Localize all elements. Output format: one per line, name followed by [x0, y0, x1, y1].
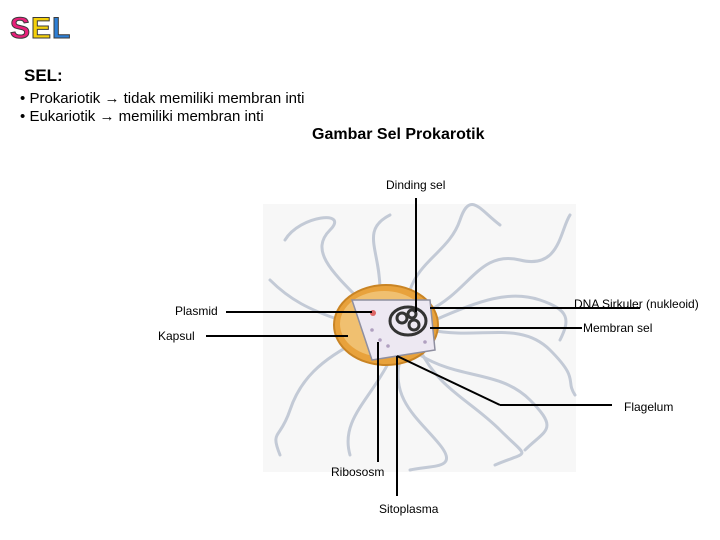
label-sitoplasma: Sitoplasma: [379, 502, 438, 516]
ribosome: [423, 340, 427, 344]
ribosome: [378, 338, 382, 342]
ribosome: [370, 328, 374, 332]
label-flagelum: Flagelum: [624, 400, 673, 414]
label-membran-sel: Membran sel: [583, 321, 652, 335]
label-ribosom: Ribososm: [331, 465, 384, 479]
label-dinding-sel: Dinding sel: [386, 178, 445, 192]
label-dna-sirkuler: DNA Sirkuler (nukleoid): [574, 297, 699, 311]
label-plasmid: Plasmid: [175, 304, 218, 318]
label-kapsul: Kapsul: [158, 329, 195, 343]
ribosome: [386, 344, 390, 348]
